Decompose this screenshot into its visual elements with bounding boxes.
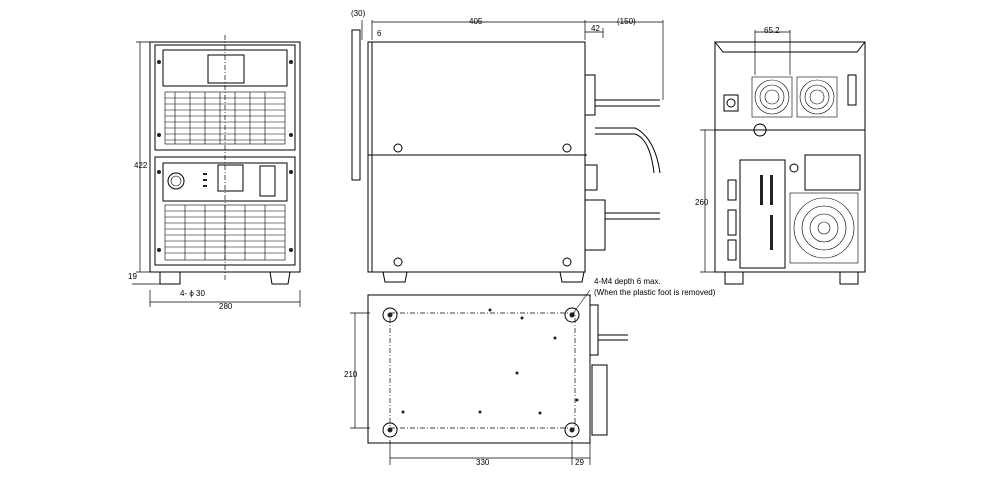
dim-cable-left: (30) (351, 9, 366, 18)
dim-fan-pitch: 65.2 (764, 26, 780, 35)
dim-panel-height: 260 (695, 198, 709, 207)
dim-cable-right: (150) (617, 17, 636, 26)
dim-rear-42: 42 (591, 24, 600, 33)
rear-view: 65.2 260 (695, 26, 866, 285)
dim-foot-diameter: 4- ϕ 30 (180, 289, 205, 298)
note-plastic-foot: (When the plastic foot is removed) (594, 288, 716, 297)
dim-bottom-29: 29 (575, 458, 584, 467)
dim-bottom-330: 330 (476, 458, 490, 467)
dim-bottom-210: 210 (344, 370, 358, 379)
dim-front-height: 422 (134, 161, 148, 170)
dim-front-width: 280 (219, 302, 233, 311)
dim-depth: 405 (469, 17, 483, 26)
dim-foot-height: 19 (128, 272, 137, 281)
bottom-view: 210 330 29 4-M4 depth 6 max. (When the p… (344, 277, 716, 467)
dim-offset-6: 6 (377, 29, 382, 38)
note-thread-spec: 4-M4 depth 6 max. (594, 277, 661, 286)
front-view: 422 19 4- ϕ 30 280 (128, 35, 301, 311)
side-view: (30) 405 6 42 (150) (351, 9, 664, 283)
